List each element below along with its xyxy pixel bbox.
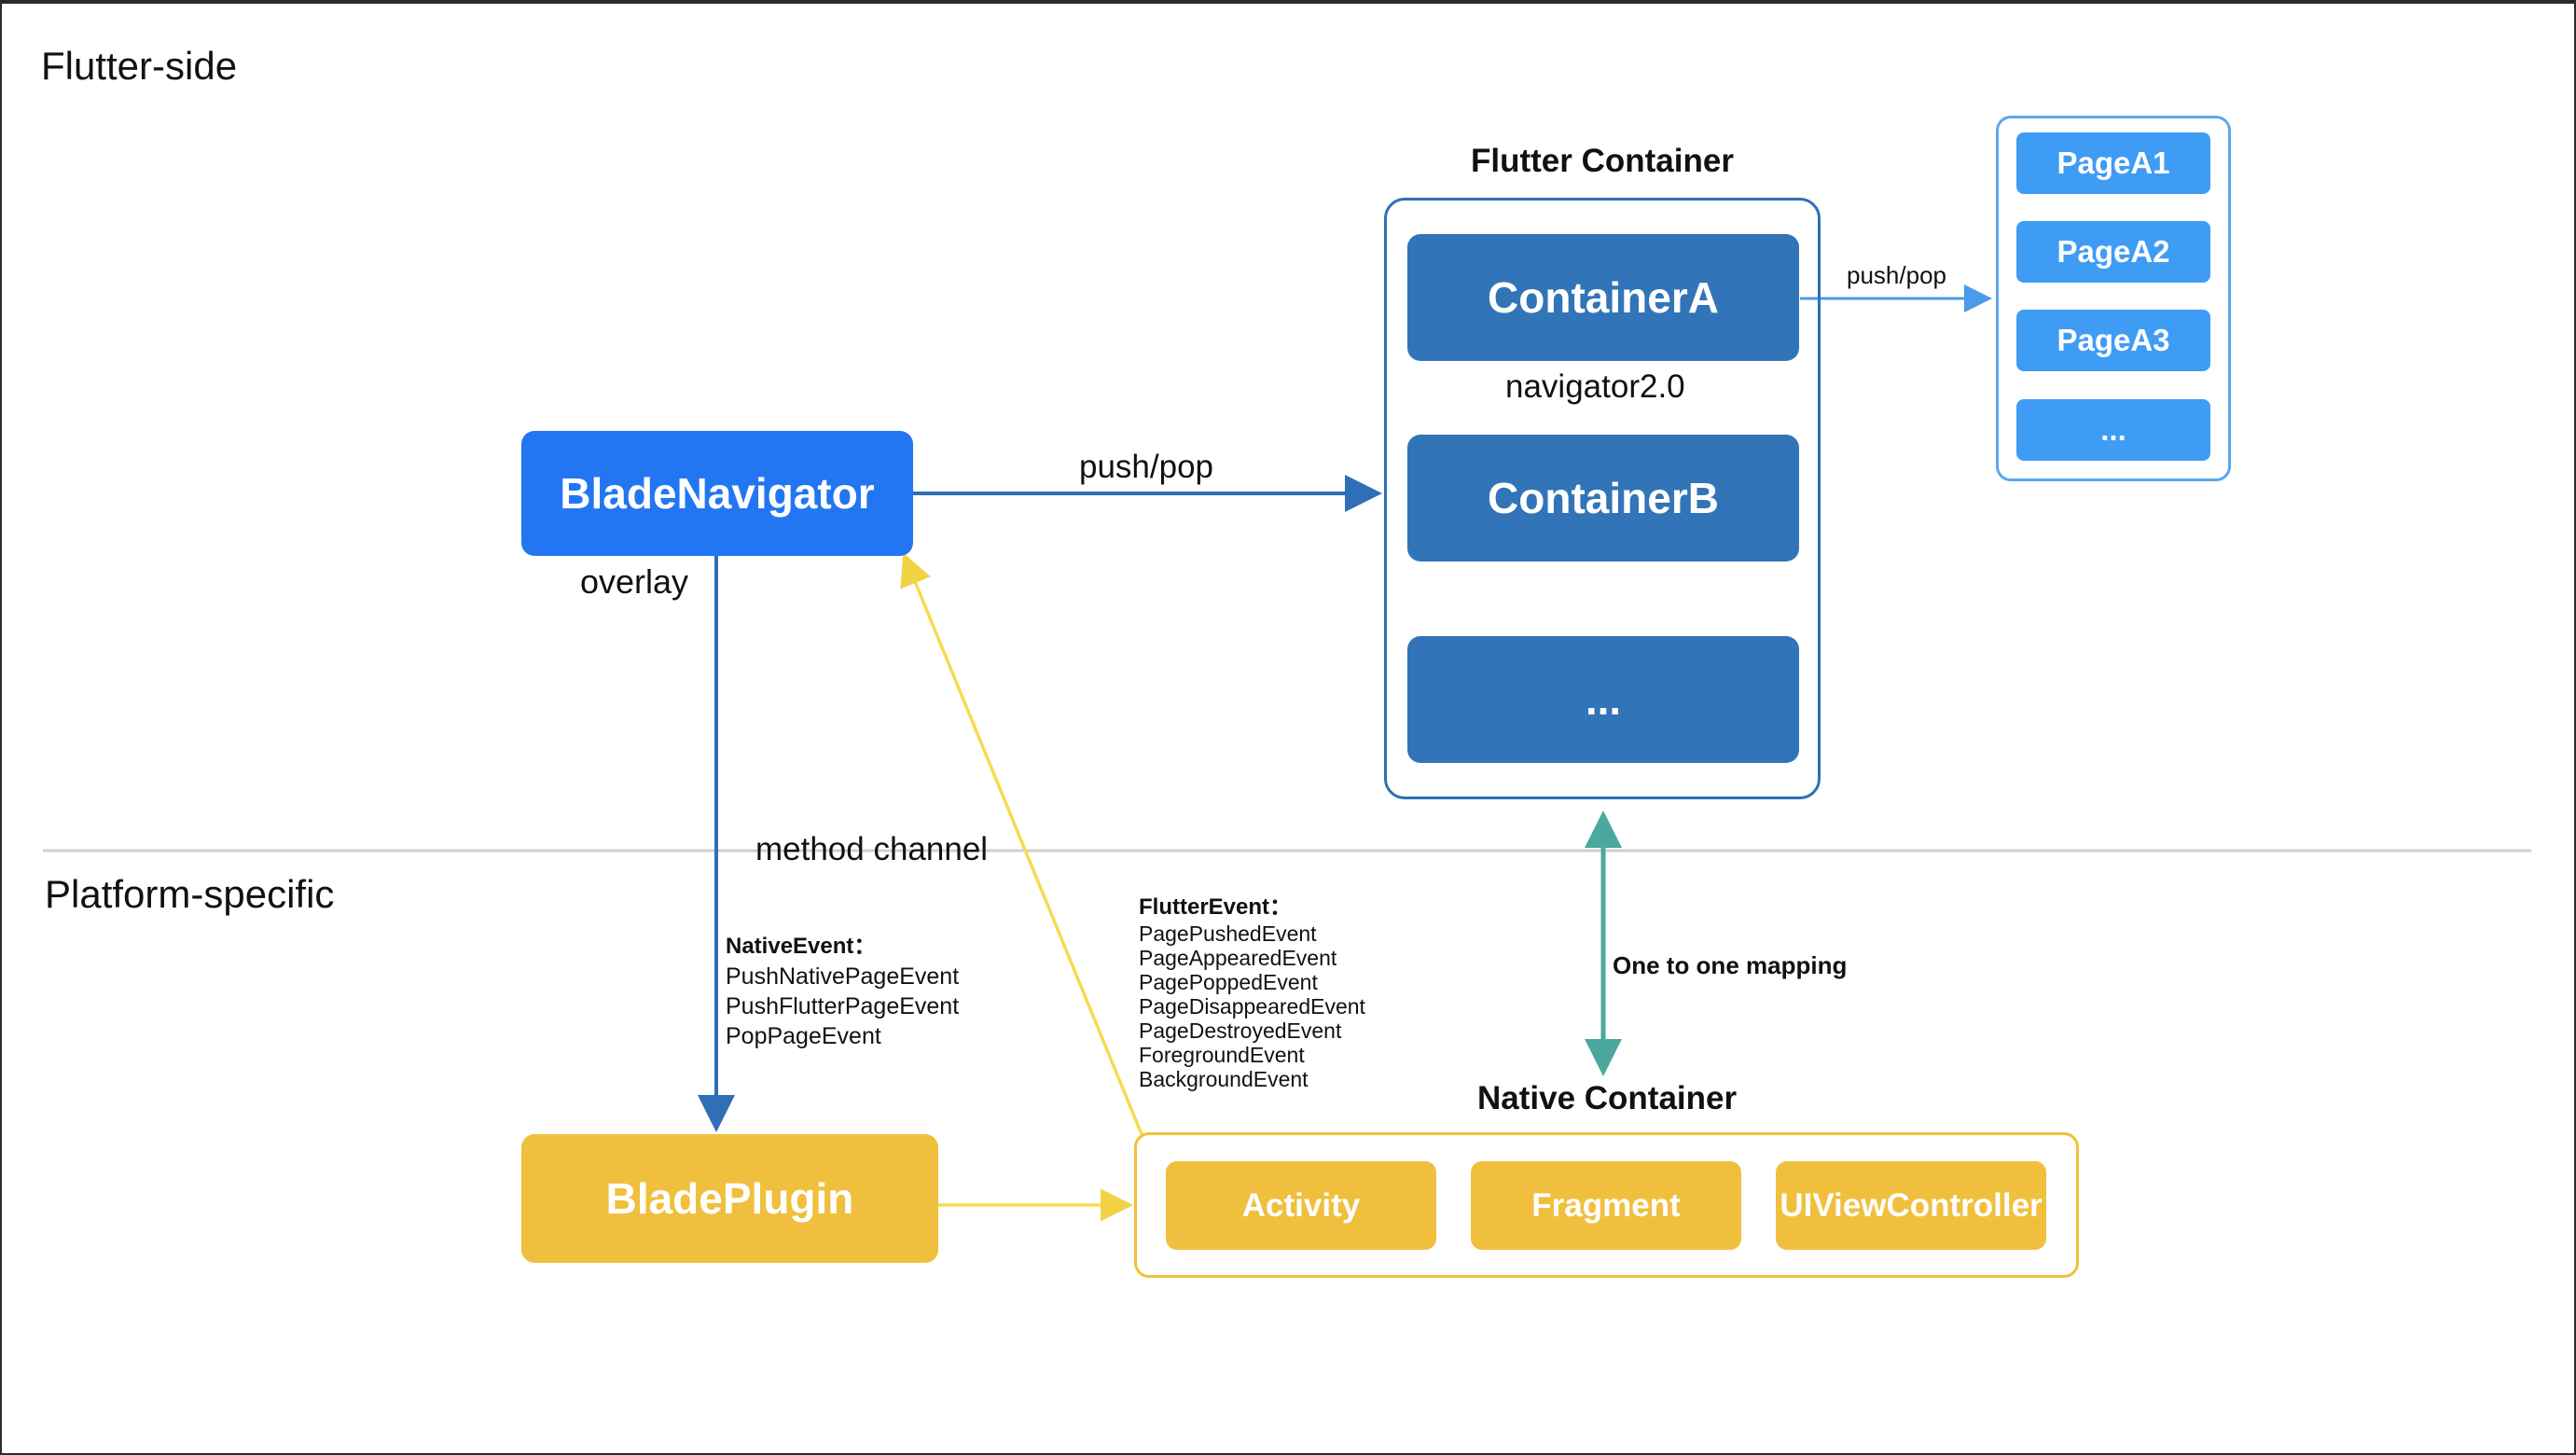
native-event-item: PushFlutterPageEvent: [726, 993, 960, 1019]
navigator-label: navigator2.0: [1505, 368, 1685, 405]
flutter-container-frame: [1384, 198, 1821, 799]
one-to-one-label: One to one mapping: [1613, 951, 1848, 979]
flutter-event-item: PagePoppedEvent: [1139, 970, 1318, 994]
flutter-event-item: ForegroundEvent: [1139, 1043, 1305, 1067]
pages-stack-frame: [1996, 116, 2231, 481]
arrow-method-channel: [900, 552, 1143, 1135]
flutter-event-item: PageDestroyedEvent: [1139, 1018, 1342, 1043]
page-a3-node[interactable]: PageA3: [2016, 310, 2210, 371]
section-label-platform-specific: Platform-specific: [45, 872, 335, 916]
flutter-event-item: PageAppearedEvent: [1139, 946, 1337, 970]
flutter-event-title: FlutterEvent：: [1139, 894, 1293, 920]
flutter-event-item: PageDisappearedEvent: [1139, 994, 1365, 1018]
overlay-label: overlay: [580, 562, 689, 601]
container-b-node[interactable]: ContainerB: [1407, 435, 1799, 561]
native-event-list: NativeEvent： PushNativePageEvent PushFlu…: [726, 932, 959, 1051]
page-a1-node[interactable]: PageA1: [2016, 132, 2210, 194]
blade-plugin-node[interactable]: BladePlugin: [521, 1134, 938, 1263]
activity-node[interactable]: Activity: [1166, 1161, 1436, 1250]
push-pop-pages-label: push/pop: [1847, 261, 1946, 289]
push-pop-main-label: push/pop: [1079, 449, 1214, 485]
uiviewcontroller-node[interactable]: UIViewController: [1776, 1161, 2046, 1250]
flutter-container-title: Flutter Container: [1471, 143, 1734, 179]
section-label-flutter-side: Flutter-side: [41, 44, 238, 88]
native-event-item: PushNativePageEvent: [726, 963, 960, 990]
native-container-title: Native Container: [1477, 1080, 1738, 1116]
connector-layer: [43, 284, 2531, 1222]
fragment-node[interactable]: Fragment: [1471, 1161, 1741, 1250]
container-more-node[interactable]: ...: [1407, 636, 1799, 763]
method-channel-label: method channel: [755, 831, 989, 867]
page-a2-node[interactable]: PageA2: [2016, 221, 2210, 283]
blade-navigator-node[interactable]: BladeNavigator: [521, 431, 913, 556]
container-a-node[interactable]: ContainerA: [1407, 234, 1799, 361]
native-container-frame: [1134, 1132, 2079, 1278]
flutter-event-item: BackgroundEvent: [1139, 1067, 1309, 1091]
flutter-event-list: FlutterEvent： PagePushedEvent PageAppear…: [1139, 894, 1365, 1091]
page-more-node[interactable]: ...: [2016, 399, 2210, 461]
native-event-item: PopPageEvent: [726, 1023, 881, 1049]
native-event-title: NativeEvent：: [726, 934, 877, 959]
flutter-event-item: PagePushedEvent: [1139, 922, 1317, 946]
